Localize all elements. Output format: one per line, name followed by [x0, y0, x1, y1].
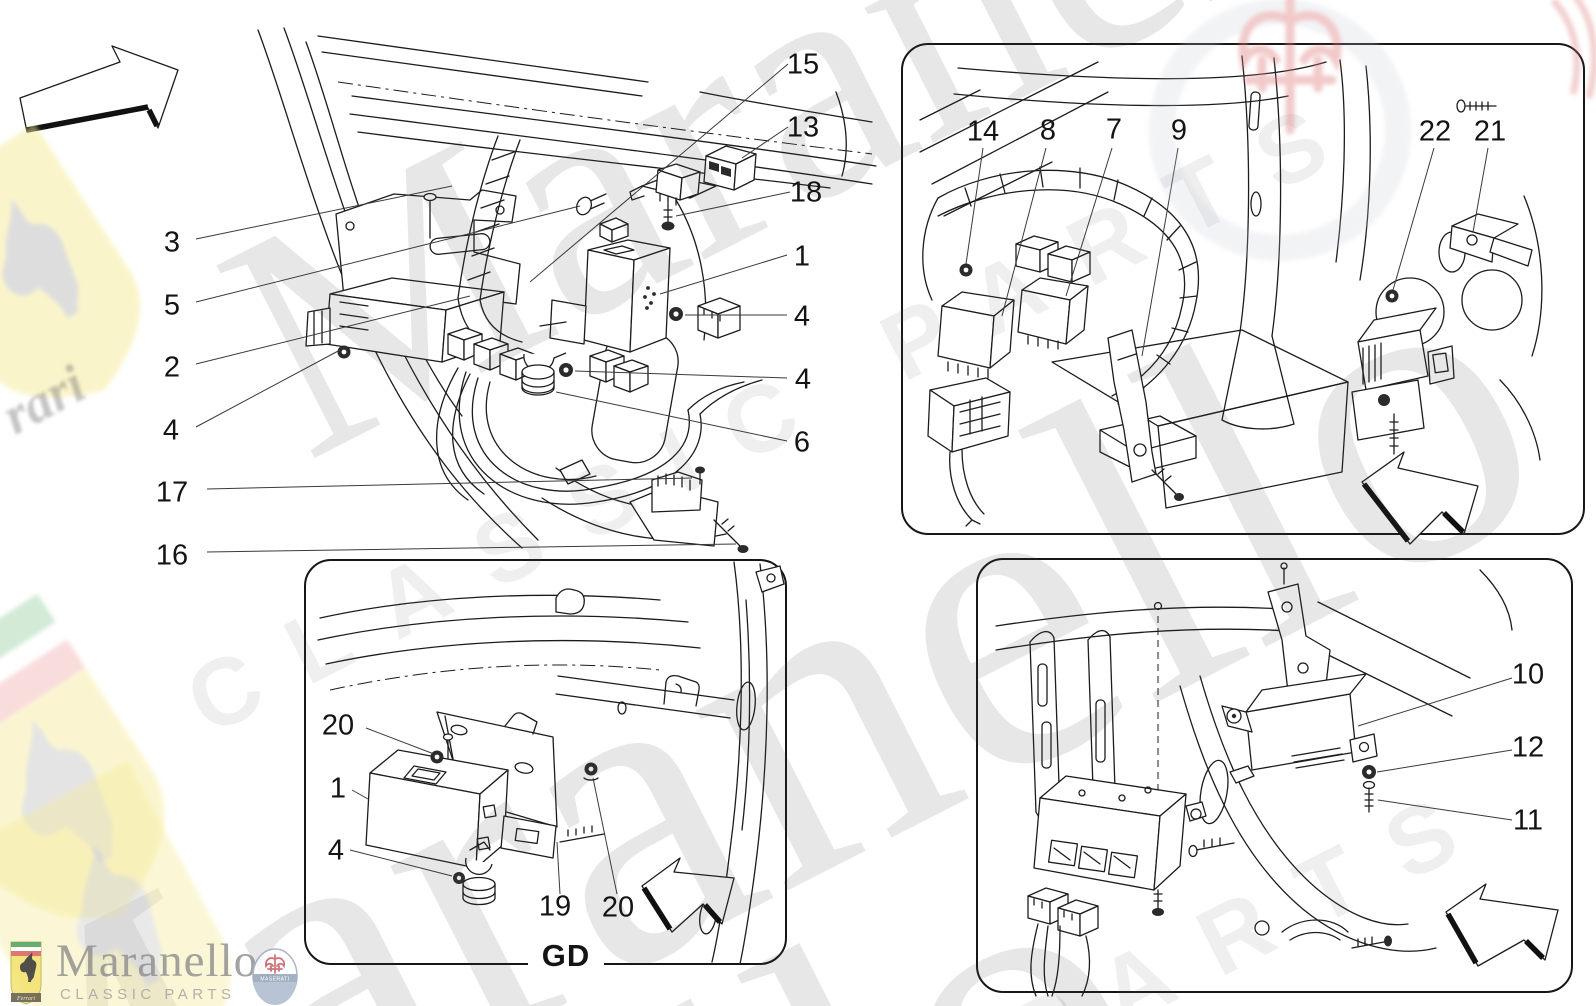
callout-label: 2: [163, 351, 181, 384]
callout-label: 22: [1418, 115, 1452, 148]
angle-bracket: [1449, 213, 1533, 267]
diagram-border: [976, 558, 1573, 993]
bottom-middle-diagram: [304, 559, 787, 965]
control-unit-lower: [1033, 775, 1207, 891]
callout-label: 13: [786, 111, 820, 144]
maserati-label: MASERATI: [260, 977, 289, 983]
callout-label: 7: [1105, 113, 1123, 146]
relay-and-connectors: [599, 145, 757, 243]
callout-label: 20: [601, 891, 635, 924]
callout-label: 20: [321, 709, 355, 742]
callout-label: 4: [327, 834, 345, 867]
top-left-diagram: [19, 27, 877, 553]
leader-lines-bottom-middle: [349, 727, 618, 895]
fasteners: [430, 750, 599, 781]
diagram-border: [304, 559, 787, 965]
callout-label: 14: [966, 115, 1000, 148]
callout-label: 17: [155, 476, 189, 509]
callout-label: 11: [1512, 804, 1544, 837]
callout-label: 6: [793, 426, 811, 459]
control-unit-right: [1351, 289, 1455, 455]
grommet: [521, 352, 567, 396]
leader-lines-top-right: [965, 147, 1489, 357]
trunk-structure: [995, 562, 1513, 952]
lower-sensor: [629, 466, 749, 553]
leader-lines-bottom-right: [1357, 677, 1513, 821]
callout-label: 12: [1511, 731, 1545, 764]
direction-arrow-icon: [19, 45, 179, 133]
control-unit-upper: [1221, 673, 1378, 813]
direction-arrow-icon: [641, 857, 735, 933]
callout-label: 18: [789, 176, 823, 209]
callout-label: 21: [1473, 115, 1507, 148]
harness-connectors: [447, 297, 741, 393]
callout-label: 19: [538, 890, 572, 923]
top-right-diagram: [901, 43, 1585, 545]
callout-label: 8: [1039, 114, 1057, 147]
relays: [937, 235, 1091, 379]
connector-blocks: [1027, 887, 1099, 997]
leader-lines-top-left: [195, 63, 791, 553]
control-unit: [365, 749, 605, 869]
callout-label: 4: [793, 300, 811, 333]
fuse-block: [927, 377, 1011, 527]
sill-structure: [317, 561, 785, 965]
harness-loom: [922, 166, 1200, 405]
callout-label: 16: [155, 539, 189, 572]
callout-label: 4: [162, 414, 180, 447]
callout-label: 4: [794, 363, 812, 396]
brand-tagline: CLASSIC PARTS: [60, 986, 236, 1003]
callout-label: 15: [786, 48, 820, 81]
callout-label: 9: [1170, 114, 1188, 147]
ferrari-label: Ferrari: [16, 996, 35, 1002]
grommet: [453, 841, 496, 906]
ferrari-shield-icon: Ferrari: [10, 941, 42, 1005]
diagram-border: [901, 43, 1585, 535]
direction-arrow-icon: [1445, 883, 1559, 967]
wiring-harness: [435, 135, 763, 505]
bottom-right-diagram: [976, 558, 1573, 997]
callout-label: 5: [163, 289, 181, 322]
support-bracket: [1107, 329, 1184, 501]
diagram-caption: GD: [541, 938, 591, 973]
control-unit-1: [539, 239, 683, 377]
footer-brand: Ferrari Maranello CLASSIC PARTS MASERATI: [0, 930, 340, 1006]
callout-label: 10: [1511, 658, 1545, 691]
callout-label: 3: [163, 226, 181, 259]
maserati-trident-icon: MASERATI: [252, 948, 298, 1005]
brand-name: Maranello: [56, 935, 259, 987]
callout-label: 1: [793, 240, 811, 273]
direction-arrow-icon: [1361, 451, 1479, 545]
callout-label: 1: [329, 772, 347, 805]
